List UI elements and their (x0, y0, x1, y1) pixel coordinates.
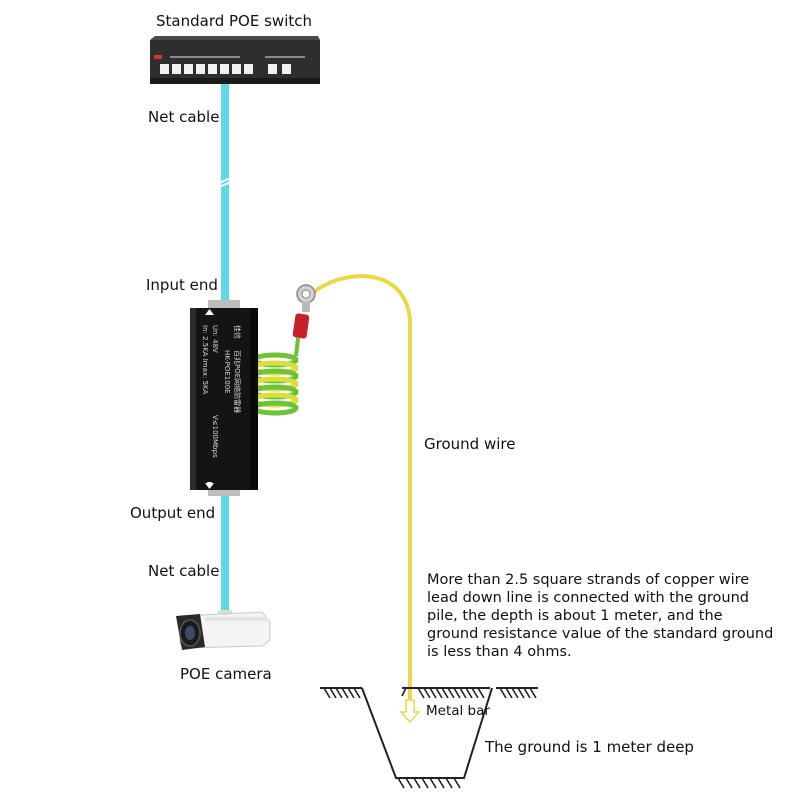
net-cable-top (221, 84, 229, 306)
label-metal-bar: Metal bar (426, 703, 490, 719)
ground-coil (251, 337, 300, 416)
label-input-end: Input end (146, 276, 218, 294)
device-model: HK-POE100E (223, 350, 231, 394)
ring-terminal (292, 284, 316, 339)
label-net-cable-bottom: Net cable (148, 562, 220, 580)
metal-bar-arrow (399, 699, 421, 724)
ground-section (320, 687, 538, 789)
poe-camera (176, 610, 271, 650)
cable-break-mark (218, 181, 232, 188)
label-net-cable-top: Net cable (148, 108, 220, 126)
cable-break-mark (218, 177, 232, 184)
net-cable-bottom (221, 495, 229, 613)
poe-surge-arrester (190, 300, 258, 496)
device-spec-1: Un: 48V (211, 325, 219, 353)
device-text-group: 佳信 百兆POE网络防雷器 HK-POE100E Un: 48V In: 2.5… (201, 325, 242, 458)
label-output-end: Output end (130, 504, 216, 522)
label-switch: Standard POE switch (156, 12, 312, 30)
device-brand: 佳信 (233, 325, 242, 339)
ground-wire (304, 274, 412, 715)
label-camera: POE camera (180, 665, 272, 683)
device-spec-2: In: 2.5KA Imax: 5KA (201, 325, 209, 395)
device-title: 百兆POE网络防雷器 (233, 350, 242, 413)
device-spec-3: V≤100Mbps (211, 415, 219, 458)
label-ground-depth: The ground is 1 meter deep (485, 738, 694, 756)
label-ground-wire: Ground wire (424, 435, 516, 453)
poe-switch (150, 36, 320, 84)
ground-description: More than 2.5 square strands of copper w… (427, 572, 774, 660)
